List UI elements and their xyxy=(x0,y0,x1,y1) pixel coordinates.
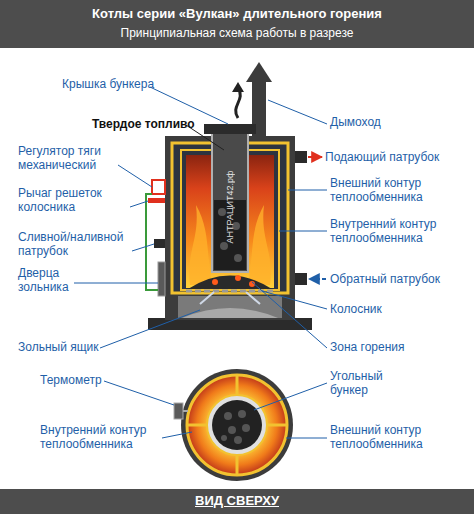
part-label: Зона горения xyxy=(330,340,450,354)
part-label: Регулятор тяги механический xyxy=(18,144,128,172)
part-label: Термометр xyxy=(40,373,150,387)
flame xyxy=(248,205,271,285)
part-label: Зольный ящик xyxy=(18,340,128,354)
regulator-chain xyxy=(146,194,158,290)
return-pipe xyxy=(295,273,307,285)
part-label: Подающий патрубок xyxy=(325,150,465,164)
part-label: Внутренний контур теплообменника xyxy=(40,423,165,451)
top-coal xyxy=(221,410,250,444)
ember xyxy=(212,279,218,285)
supply-pipe xyxy=(295,151,307,163)
flame xyxy=(189,205,212,285)
burning-coal xyxy=(188,276,272,290)
smoke-arrow xyxy=(236,88,241,118)
smoke-arrow-head xyxy=(232,82,244,92)
bunker-lid xyxy=(204,124,256,134)
fuel-bunker xyxy=(212,132,248,272)
part-label: Внешний контур теплообменника xyxy=(330,176,455,204)
inner-jacket xyxy=(181,150,279,290)
part-label: Обратный патрубок xyxy=(330,272,460,286)
leader-lines xyxy=(74,87,327,438)
coal-piece xyxy=(218,208,226,216)
ash-door xyxy=(158,262,165,296)
top-casing xyxy=(181,369,293,481)
part-label: Колосник xyxy=(330,302,450,316)
top-inner-jacket xyxy=(207,395,267,455)
supply-arrow xyxy=(308,156,322,158)
coal-piece xyxy=(234,254,242,262)
view-caption: ВИД СВЕРХУ xyxy=(0,494,474,508)
fuel-label: Твердое топливо xyxy=(92,117,202,131)
grate-lever xyxy=(148,198,165,203)
part-label: Сливной/наливной патрубок xyxy=(18,230,133,258)
part-label: Дверца зольника xyxy=(18,266,88,294)
footer-band xyxy=(0,489,474,514)
part-label: Крышка бункера xyxy=(62,77,172,91)
ash-box xyxy=(178,296,282,318)
part-label: Угольный бункер xyxy=(330,369,405,397)
draft-regulator xyxy=(152,180,165,194)
header-band xyxy=(0,0,474,48)
subtitle: Принципиальная схема работы в разрезе xyxy=(0,26,474,40)
return-arrow xyxy=(309,278,326,280)
drain-pipe xyxy=(154,239,165,248)
ash-pile xyxy=(182,308,278,318)
part-label: Внутренний контур теплообменника xyxy=(330,217,455,245)
top-dividers xyxy=(187,375,287,475)
firebox xyxy=(186,155,274,288)
air-arrows xyxy=(200,292,260,304)
part-label: Внешний контур теплообменника xyxy=(330,423,455,451)
diagram-title: Котлы серии «Вулкан» длительного горения xyxy=(0,6,474,22)
part-label: Рычаг решеток колосника xyxy=(18,186,128,214)
ember xyxy=(235,275,241,281)
top-coal-bunker xyxy=(212,400,262,450)
top-outer-jacket xyxy=(187,375,287,475)
thermometer-stem xyxy=(183,410,188,412)
thermometer xyxy=(174,403,183,419)
part-label: Дымоход xyxy=(330,115,450,129)
chimney-arrow xyxy=(246,62,272,82)
watermark: АНТРАЦИТ42.рф xyxy=(223,155,237,259)
